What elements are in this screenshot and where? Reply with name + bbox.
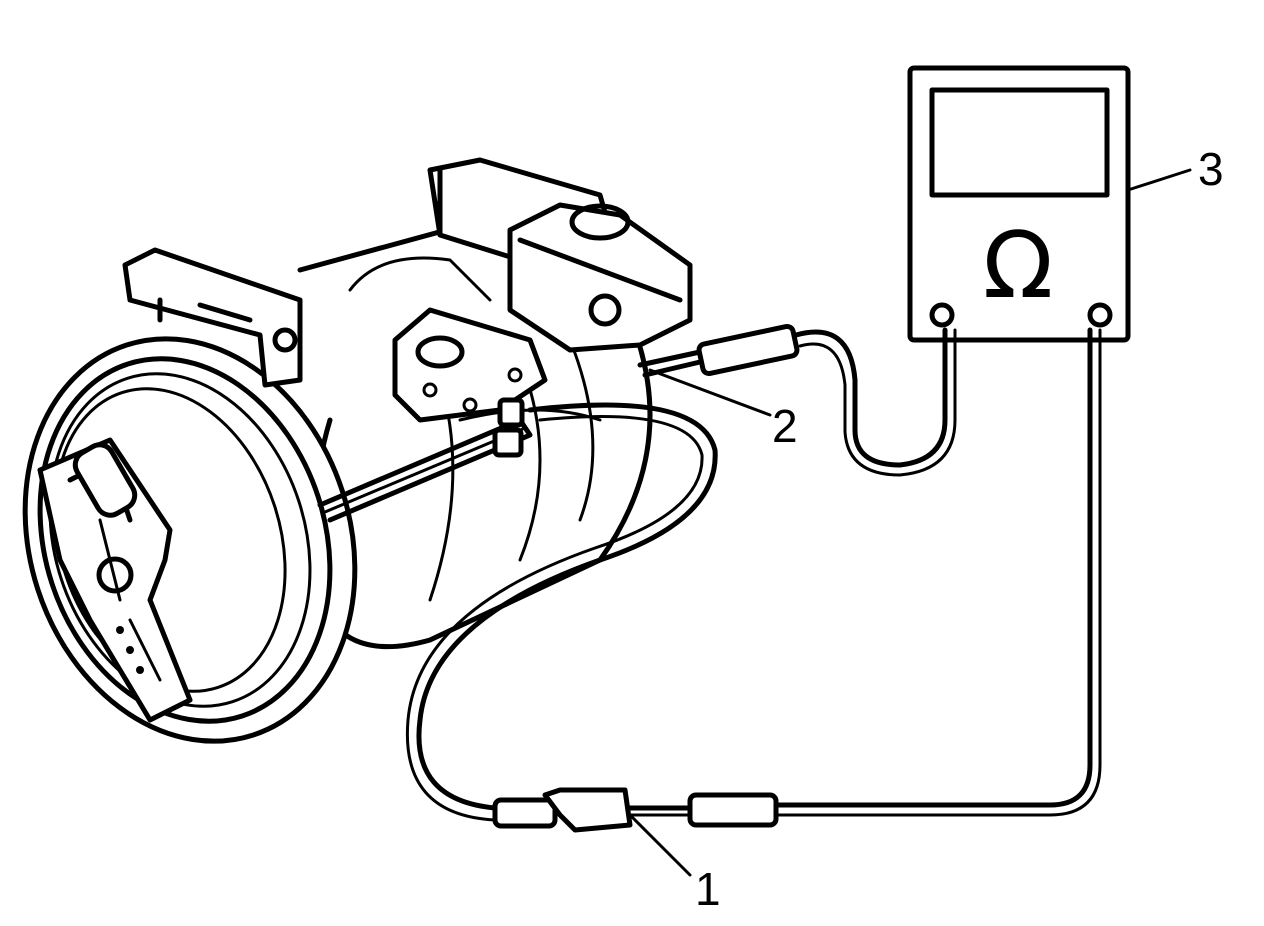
probe-2	[696, 323, 800, 377]
callout-3: 3	[1198, 143, 1224, 195]
meter-display	[929, 87, 1110, 198]
leader-1	[628, 813, 692, 877]
callout-leaders	[628, 168, 1192, 877]
flange-plate	[392, 307, 548, 423]
mounting-boss-left	[122, 247, 303, 388]
ac-compressor	[22, 157, 693, 744]
callout-2: 2	[772, 400, 798, 452]
meter-terminal-left	[929, 302, 955, 328]
test-leads	[405, 323, 1102, 833]
connector	[492, 787, 779, 833]
leader-3	[1126, 168, 1192, 192]
meter-terminal-right	[1087, 302, 1113, 328]
leader-2	[648, 368, 772, 417]
ohmmeter: Ω	[907, 65, 1131, 343]
rear-block	[348, 202, 693, 353]
callout-1: 1	[695, 863, 721, 915]
ohm-symbol: Ω	[983, 212, 1053, 319]
pulley	[22, 336, 358, 744]
